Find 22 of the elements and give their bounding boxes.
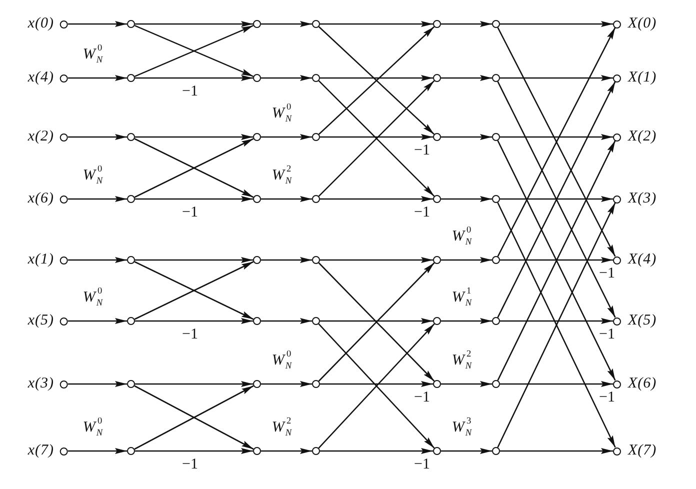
signal-label: x(4) [28,70,54,86]
edge-label: −1 [414,206,430,220]
signal-label: x(6) [28,190,54,208]
signal-label: X(2) [628,128,657,146]
edge-label: −1 [182,84,198,100]
signal-label: X(7) [628,442,657,460]
edge-label: −1 [182,328,198,342]
signal-label: X(0) [628,16,657,32]
signal-label: x(2) [28,128,54,146]
signal-label: x(0) [28,16,54,32]
signal-label: X(3) [628,190,657,208]
edge-label: −1 [414,458,430,472]
signal-label: X(6) [628,376,657,392]
signal-label: X(5) [628,312,657,330]
signal-label: X(1) [628,70,657,86]
signal-label: x(1) [28,252,54,268]
signal-label: x(5) [28,312,54,330]
edge-label: −1 [182,206,198,220]
edge-label: −1 [182,458,198,472]
signal-label: x(7) [28,442,54,460]
signal-label: x(3) [28,376,54,392]
signal-label: X(4) [628,252,657,268]
